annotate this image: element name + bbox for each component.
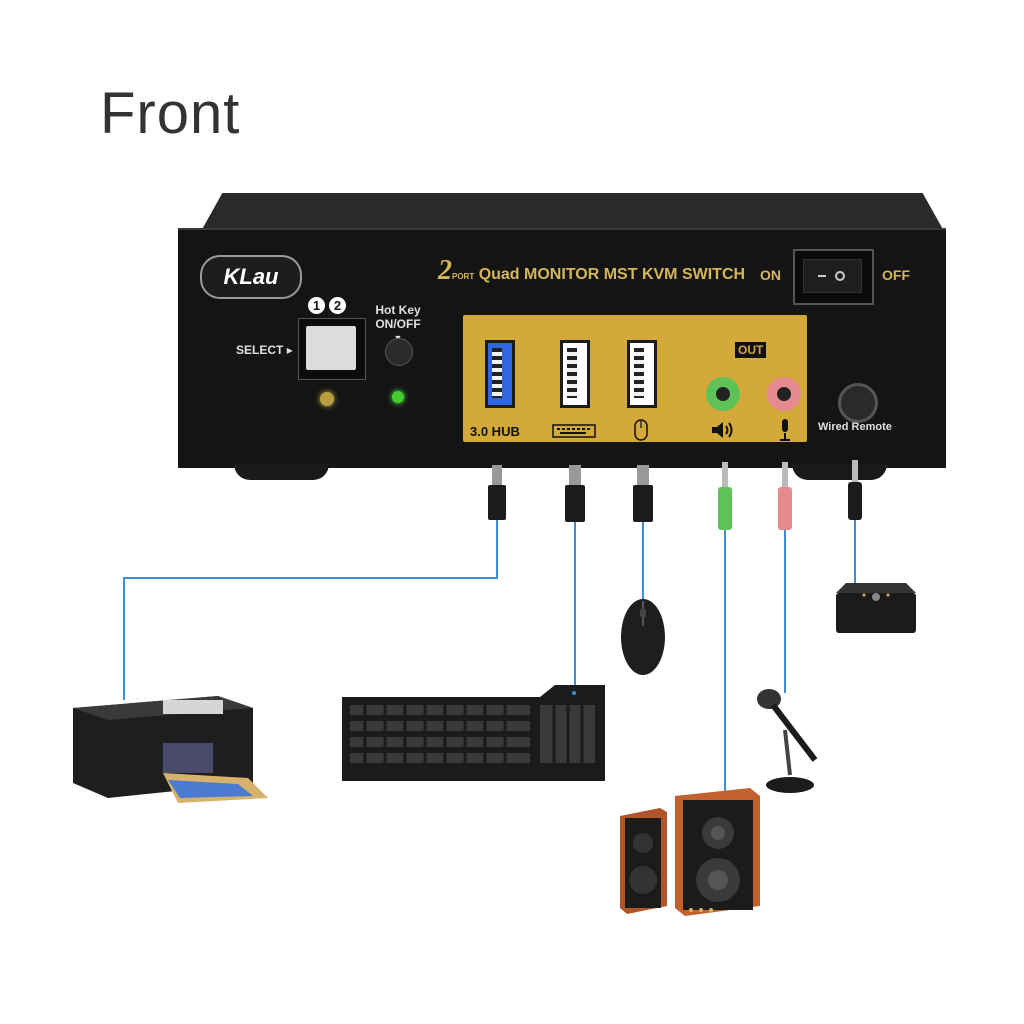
mouse-device-icon	[618, 596, 668, 683]
mic-in-jack[interactable]	[767, 377, 801, 411]
mouse-icon	[633, 419, 649, 446]
hub-label: 3.0 HUB	[470, 424, 520, 439]
usb-mouse-slot	[634, 348, 644, 398]
usb-keyboard-slot	[567, 348, 577, 398]
led-yellow-icon	[320, 392, 334, 406]
keyboard-device-icon	[340, 685, 608, 790]
speakers-icon	[615, 788, 765, 923]
port-2-indicator: 2	[329, 297, 346, 314]
brand-logo: KLau	[200, 255, 302, 299]
select-label: SELECT ▸	[236, 343, 293, 357]
power-on-label: ON	[760, 267, 781, 283]
power-switch-symbols-icon	[818, 271, 845, 281]
kvm-top-surface	[200, 193, 945, 233]
model-port: PORT	[452, 272, 475, 281]
audio-pink-plug-icon	[778, 462, 792, 530]
usb3-port-slot	[492, 348, 502, 398]
usb3-plug-icon	[488, 465, 506, 520]
microphone-icon	[778, 418, 792, 447]
usb-mouse-plug-icon	[633, 465, 653, 522]
hotkey-button[interactable]	[385, 338, 413, 366]
remote-plug-icon	[848, 460, 862, 520]
led-green-icon	[392, 391, 404, 403]
microphone-device-icon	[755, 685, 835, 800]
audio-out-label: OUT	[735, 342, 767, 358]
usb-keyboard-plug-icon	[565, 465, 585, 522]
wired-remote-label: Wired Remote	[818, 421, 892, 433]
select-label-text: SELECT	[236, 343, 284, 357]
keyboard-icon	[552, 423, 596, 444]
model-text: Quad MONITOR MST KVM SWITCH	[478, 266, 746, 283]
kvm-foot-right	[792, 464, 887, 480]
page-title: Front	[100, 81, 241, 146]
kvm-foot-left	[234, 464, 329, 480]
printer-icon	[68, 688, 278, 823]
model-number: 2	[438, 255, 452, 286]
audio-green-plug-icon	[718, 462, 732, 530]
wired-remote-jack[interactable]	[838, 383, 878, 423]
hotkey-label-line1: Hot Key	[375, 303, 421, 317]
audio-out-jack[interactable]	[706, 377, 740, 411]
wired-remote-device-icon	[834, 583, 918, 640]
hotkey-label-line2: ON/OFF	[375, 317, 421, 331]
model-label: 2PORT Quad MONITOR MST KVM SWITCH	[438, 255, 745, 287]
arrow-right-icon: ▸	[286, 343, 293, 357]
port-1-indicator: 1	[308, 297, 325, 314]
power-off-label: OFF	[882, 267, 910, 283]
brand-logo-text: KLau	[223, 264, 279, 289]
select-button[interactable]	[306, 326, 356, 370]
speaker-icon	[710, 419, 736, 446]
power-switch[interactable]	[803, 259, 862, 293]
